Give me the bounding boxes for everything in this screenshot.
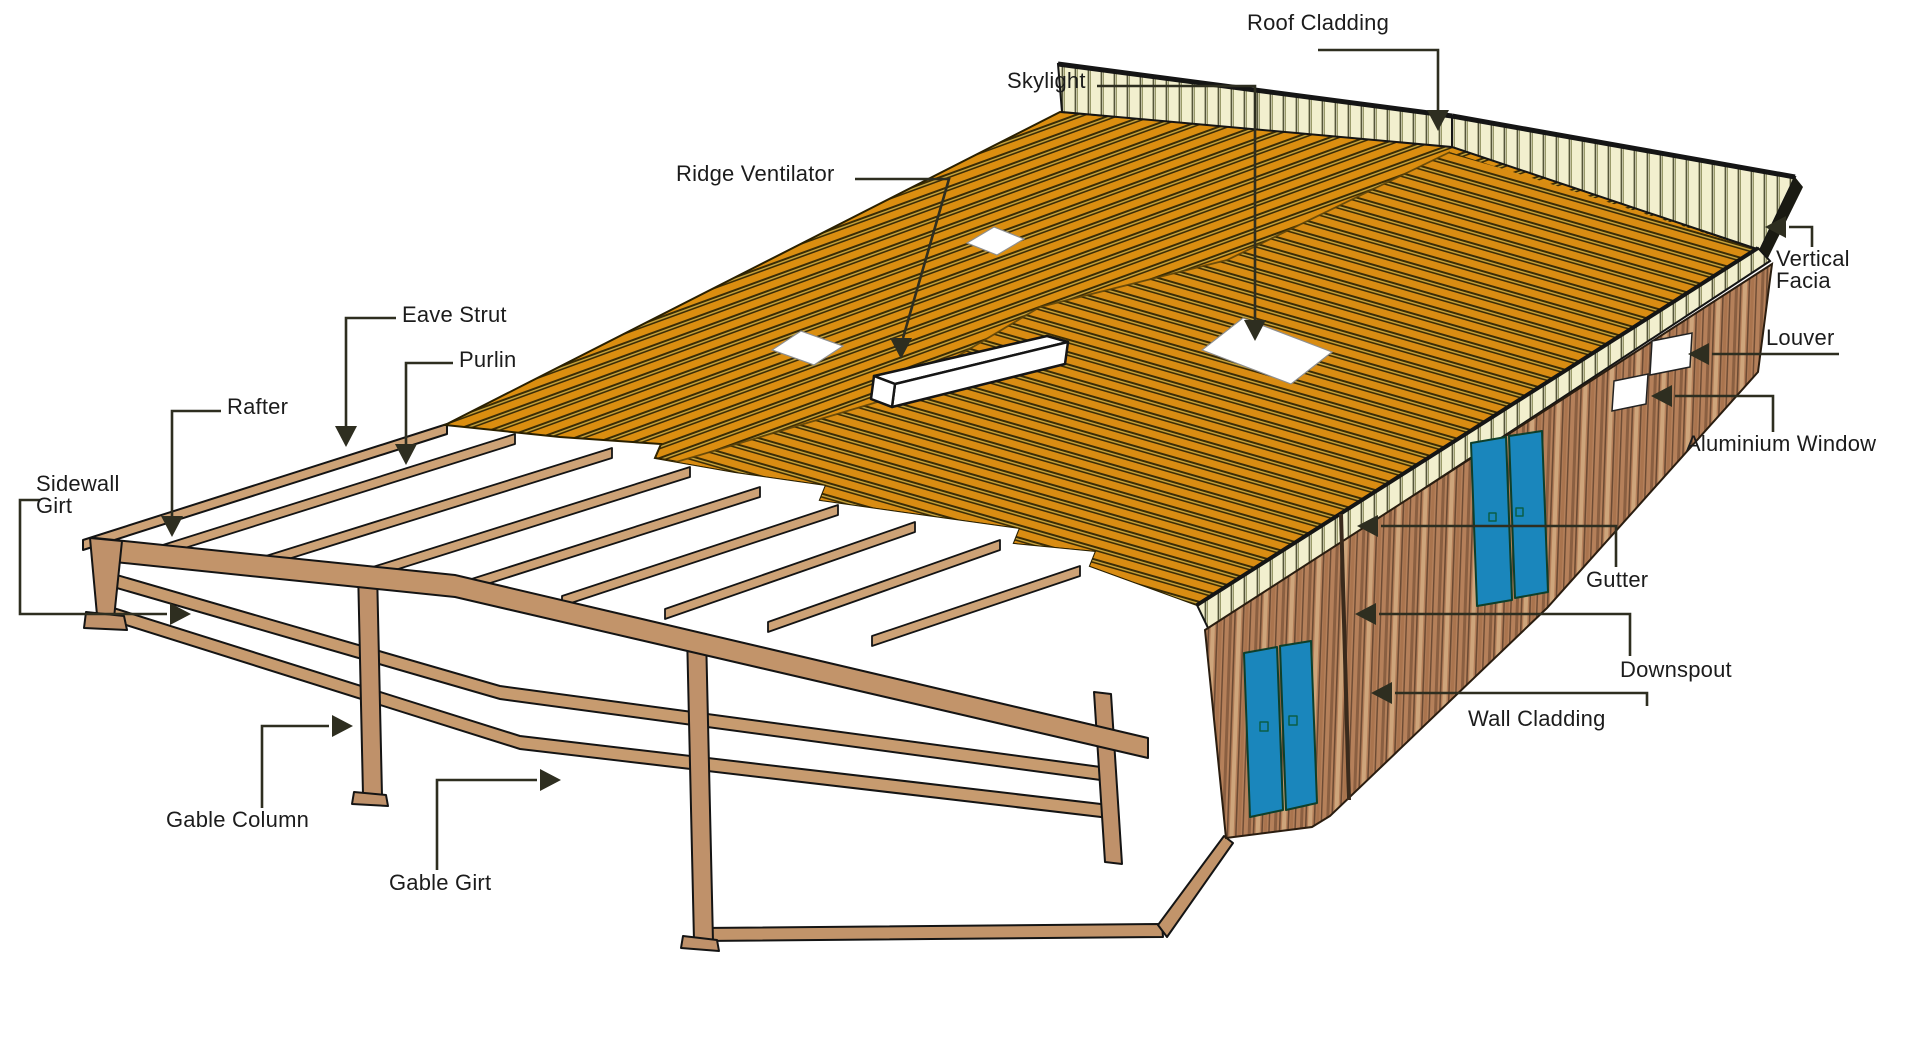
leader-sidewall-girt (18, 498, 167, 616)
wall-openings (1611, 332, 1693, 412)
label-wall-cladding: Wall Cladding (1468, 706, 1606, 731)
facia-corner-edge (1760, 177, 1803, 258)
leader-gable-column (260, 724, 329, 808)
louver-opening (1649, 332, 1693, 376)
leader-aluminium-window (1675, 394, 1775, 432)
leader-gable-girt (435, 778, 537, 870)
downspout-pipe (1339, 513, 1351, 801)
label-gable-girt: Gable Girt (389, 870, 492, 895)
skylight-panel (1200, 317, 1334, 385)
base-beam (699, 923, 1164, 942)
skylights (770, 226, 1334, 385)
label-louver: Louver (1766, 325, 1835, 350)
skylight-panel (965, 226, 1026, 256)
leader-vertical-facia (1789, 225, 1814, 247)
leader-downspout (1379, 612, 1632, 656)
leader-gutter (1381, 524, 1618, 567)
purlins (149, 433, 1081, 647)
leader-roof-cladding (1318, 48, 1440, 112)
label-skylight: Skylight (1007, 68, 1086, 93)
leader-skylight (1097, 84, 1257, 321)
leader-eave-strut (344, 316, 396, 427)
label-gable-column: Gable Column (166, 807, 310, 832)
corner-beam (1157, 835, 1234, 938)
door-leaf (1508, 430, 1549, 599)
roof-near-plane (450, 152, 1758, 605)
label-roof-cladding: Roof Cladding (1247, 10, 1390, 35)
window-opening (1611, 373, 1649, 412)
label-gutter: Gutter (1586, 567, 1649, 592)
roller-doors (1243, 430, 1549, 818)
label-purlin: Purlin (459, 347, 517, 372)
label-aluminium-window: Aluminium Window (1686, 431, 1877, 456)
leader-purlin (404, 361, 453, 445)
structural-frame (82, 423, 1234, 952)
gable-columns (351, 567, 1123, 952)
door-leaf (1279, 640, 1318, 811)
rafter-beam (94, 537, 1149, 759)
skylight-panel (770, 330, 845, 366)
door-handles (1259, 507, 1524, 732)
label-eave-strut: Eave Strut (402, 302, 507, 327)
label-vertical-facia: Vertical Facia (1776, 246, 1850, 294)
leader-wall-cladding (1395, 691, 1649, 706)
label-downspout: Downspout (1620, 657, 1732, 682)
door-leaf (1243, 646, 1284, 818)
label-sidewall-girt: Sidewall Girt (36, 471, 120, 519)
leader-ridge-ventilator (855, 177, 951, 339)
label-rafter: Rafter (227, 394, 289, 419)
leader-rafter (170, 409, 221, 517)
end-column (83, 537, 128, 631)
arrowheads (161, 110, 1786, 791)
ridge-ventilator-box (869, 334, 1070, 409)
label-ridge-ventilator: Ridge Ventilator (676, 161, 835, 186)
leader-lines (18, 48, 1839, 870)
